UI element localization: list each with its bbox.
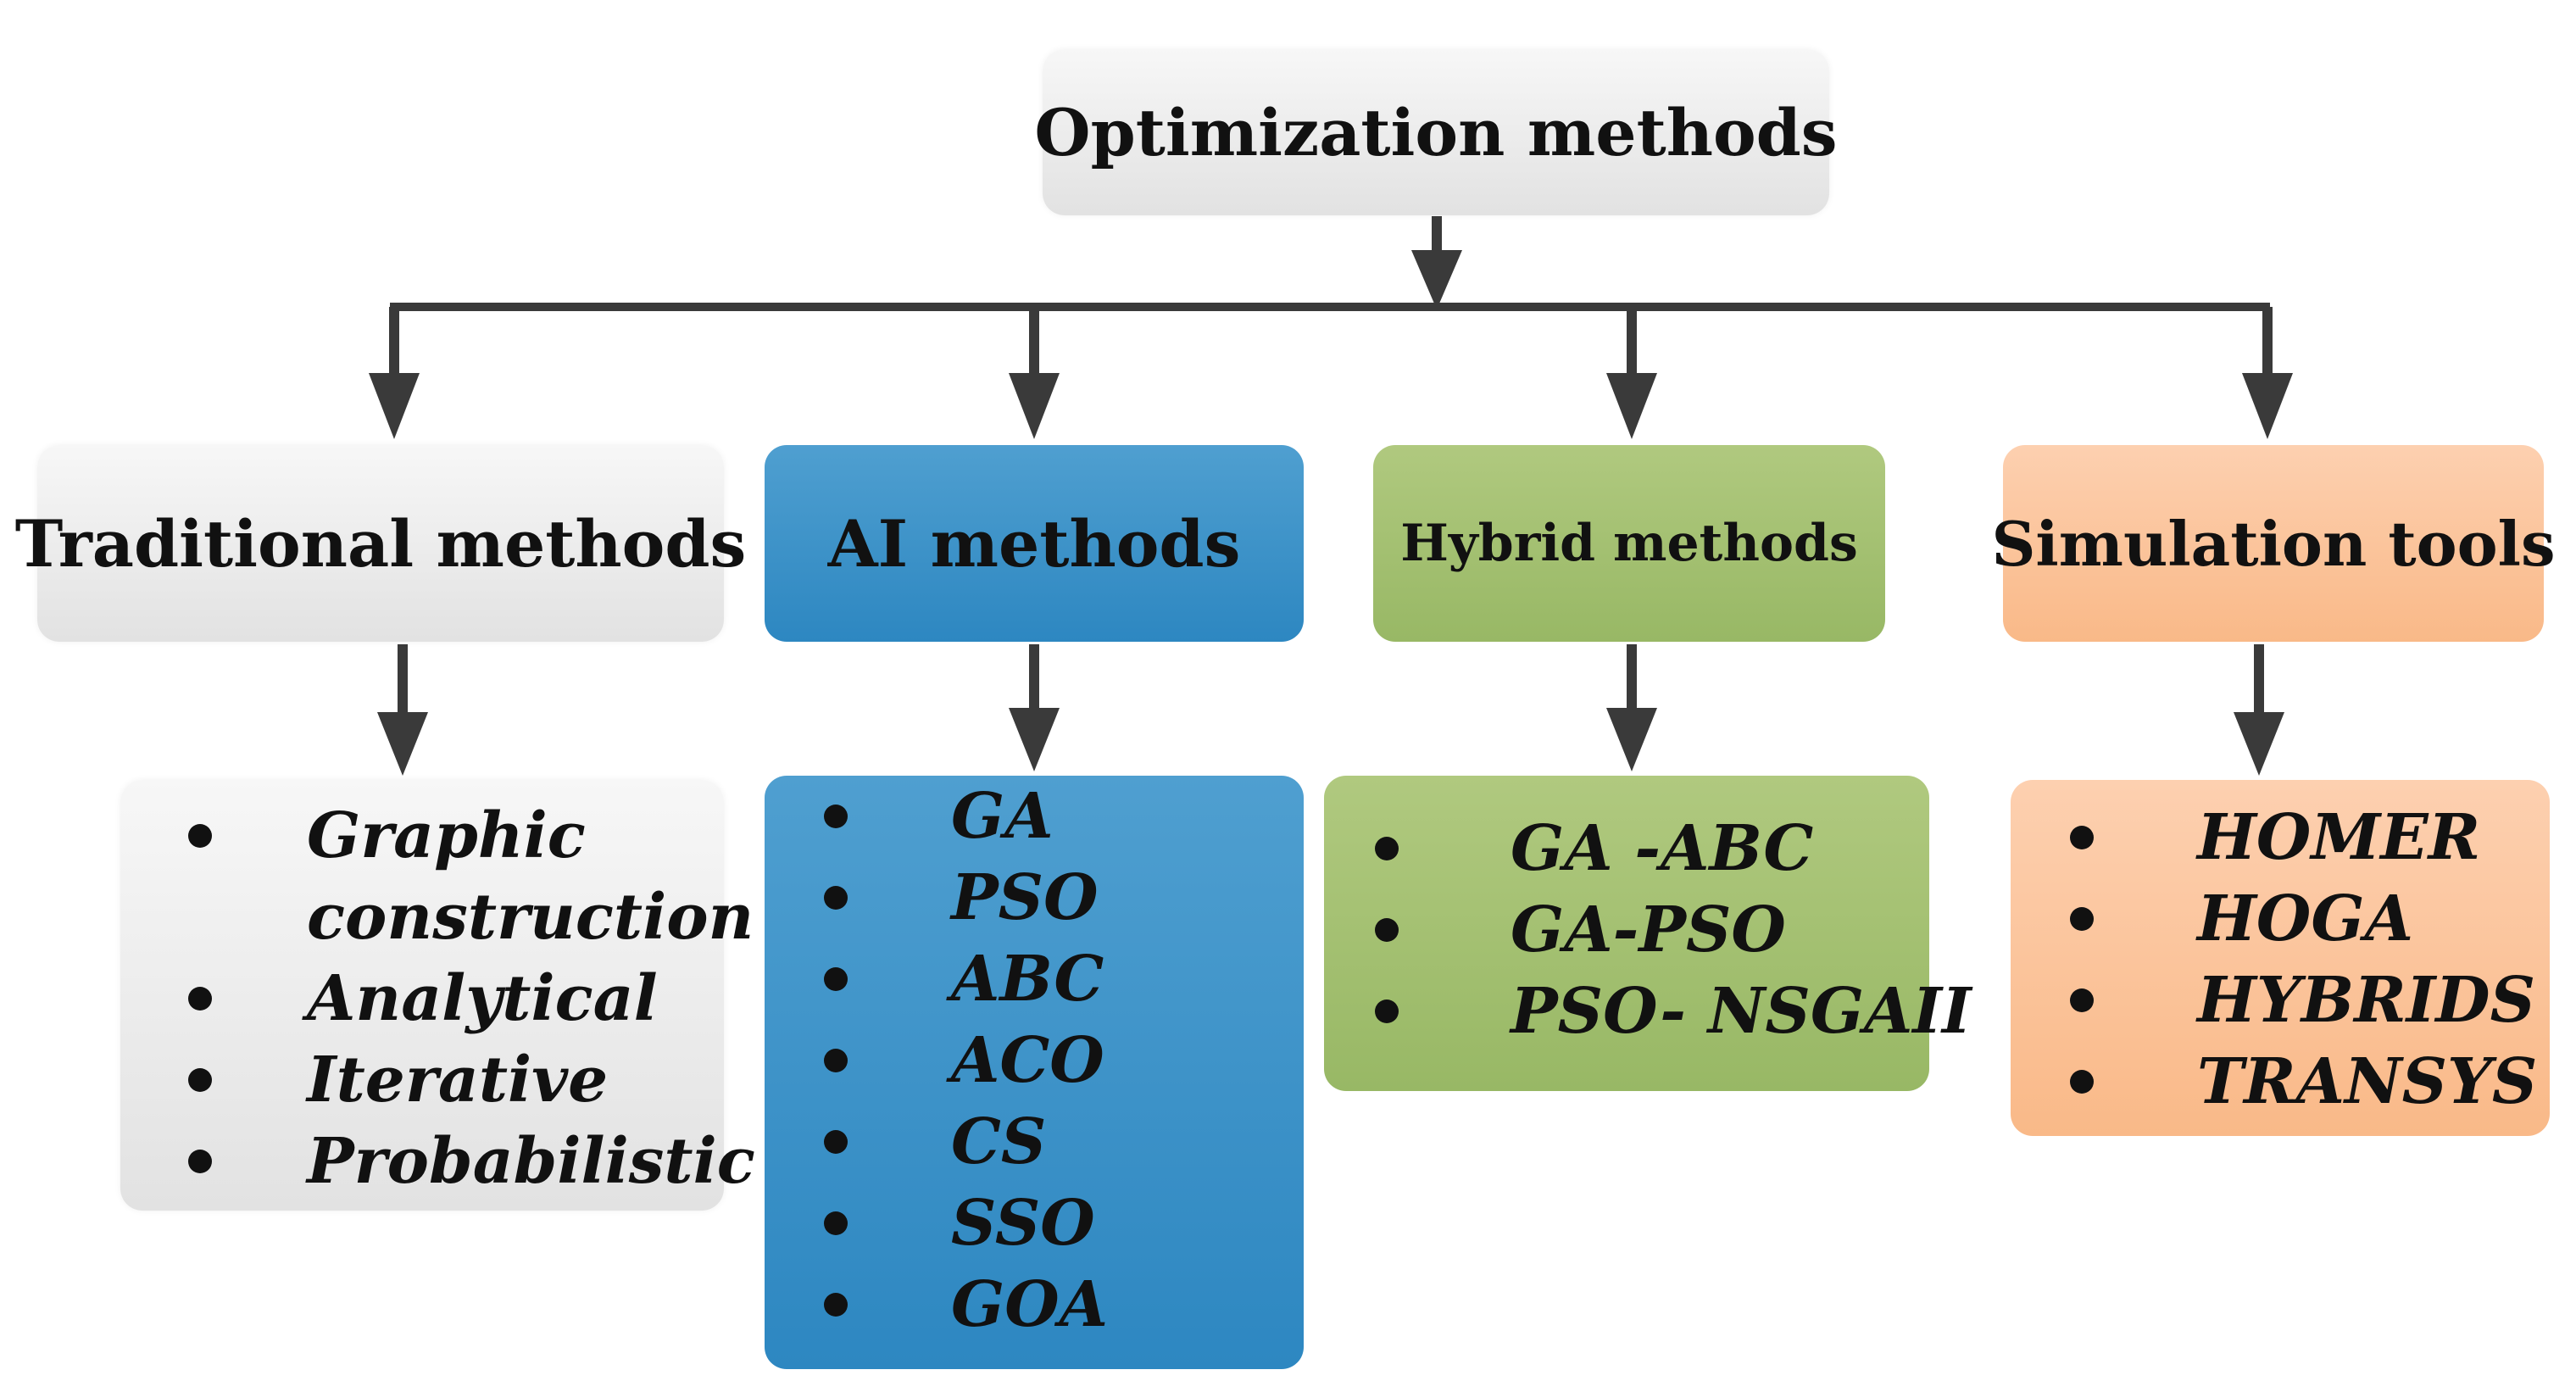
bullet-icon <box>824 1130 848 1154</box>
list-item-text: HOGA <box>2197 883 2413 955</box>
simulation-list: HOMER HOGA HYBRIDS TRANSYS <box>2011 780 2550 1136</box>
arrowhead-hybrid <box>1606 373 1657 439</box>
bullet-icon <box>824 886 848 910</box>
list-item: GOA <box>815 1264 1304 1345</box>
bullet-icon <box>1375 999 1399 1023</box>
list-item-text: TRANSYS <box>2197 1045 2538 1118</box>
list-item-text: PSO <box>951 861 1099 934</box>
category-traditional: Traditional methods <box>15 445 746 642</box>
traditional-list: Graphic construction Analytical Iterativ… <box>120 780 755 1211</box>
bullet-icon <box>188 1068 212 1092</box>
arrowhead-ai <box>1009 373 1060 439</box>
list-item-text: SSO <box>951 1187 1095 1260</box>
list-item: Probabilistic <box>171 1121 755 1202</box>
bullet-icon <box>2070 988 2094 1012</box>
list-item: CS <box>815 1101 1304 1183</box>
root-box: Optimization methods <box>1034 49 1838 215</box>
list-item: Graphic <box>171 795 724 877</box>
category-simulation: Simulation tools <box>1991 445 2556 642</box>
list-item-text: Iterative <box>307 1044 609 1116</box>
list-item: GA <box>815 776 1304 857</box>
list-item-text: Probabilistic <box>307 1125 755 1198</box>
bullet-icon <box>188 987 212 1011</box>
list-item: HOMER <box>2061 797 2550 878</box>
bullet-icon <box>188 824 212 848</box>
list-item-text: HOMER <box>2197 801 2481 874</box>
list-arrowhead-traditional <box>377 712 428 776</box>
root-label: Optimization methods <box>1034 94 1838 170</box>
list-item-text: PSO- NSGAII <box>1511 975 1972 1048</box>
list-item-text: CS <box>951 1105 1047 1178</box>
list-item: TRANSYS <box>2061 1041 2550 1122</box>
bullet-icon <box>2070 907 2094 931</box>
bullet-icon <box>824 1293 848 1317</box>
list-item: construction <box>171 877 754 958</box>
bullet-icon <box>1375 837 1399 860</box>
list-item: Iterative <box>171 1039 724 1121</box>
list-item-text: construction <box>307 881 754 954</box>
list-item-text: Graphic <box>307 799 586 872</box>
bullet-icon <box>824 1211 848 1235</box>
arrowhead-traditional <box>369 373 420 439</box>
category-ai-label: AI methods <box>827 505 1241 582</box>
list-item: HOGA <box>2061 878 2550 960</box>
ai-list: GA PSO ABC ACO CS SSO GOA <box>765 776 1304 1369</box>
list-item: HYBRIDS <box>2061 960 2550 1041</box>
list-item: ACO <box>815 1020 1304 1101</box>
bullet-icon <box>1375 918 1399 942</box>
list-item: GA-PSO <box>1375 889 1929 971</box>
list-item-text: Analytical <box>307 962 658 1035</box>
list-item-text: GA-PSO <box>1511 894 1786 966</box>
category-traditional-label: Traditional methods <box>14 505 747 582</box>
category-hybrid: Hybrid methods <box>1373 445 1885 642</box>
list-item-text: ABC <box>951 943 1104 1016</box>
bullet-icon <box>824 967 848 991</box>
bullet-icon <box>2070 826 2094 849</box>
list-item-text: ACO <box>951 1024 1104 1097</box>
list-item: SSO <box>815 1183 1304 1264</box>
bullet-icon <box>824 805 848 828</box>
hybrid-list: GA -ABC GA-PSO PSO- NSGAII <box>1324 776 1972 1091</box>
list-item: Analytical <box>171 958 724 1039</box>
list-item: ABC <box>815 938 1304 1020</box>
list-item-text: GA <box>951 780 1054 853</box>
category-simulation-label: Simulation tools <box>1991 507 2556 580</box>
bullet-icon <box>2070 1070 2094 1094</box>
bullet-icon <box>824 1049 848 1072</box>
list-item: GA -ABC <box>1375 808 1929 889</box>
list-item-text: GA -ABC <box>1511 812 1814 885</box>
category-ai: AI methods <box>765 445 1304 642</box>
list-item-text: HYBRIDS <box>2197 964 2536 1037</box>
list-item-text: GOA <box>951 1268 1109 1341</box>
list-arrowhead-hybrid <box>1606 708 1657 771</box>
list-arrowhead-simulation <box>2234 712 2284 776</box>
bullet-icon <box>188 1150 212 1173</box>
root-arrowhead <box>1411 250 1462 309</box>
category-hybrid-label: Hybrid methods <box>1400 514 1858 573</box>
list-item: PSO- NSGAII <box>1375 971 1972 1052</box>
list-arrowhead-ai <box>1009 708 1060 771</box>
list-item: PSO <box>815 857 1304 938</box>
arrowhead-simulation <box>2242 373 2293 439</box>
